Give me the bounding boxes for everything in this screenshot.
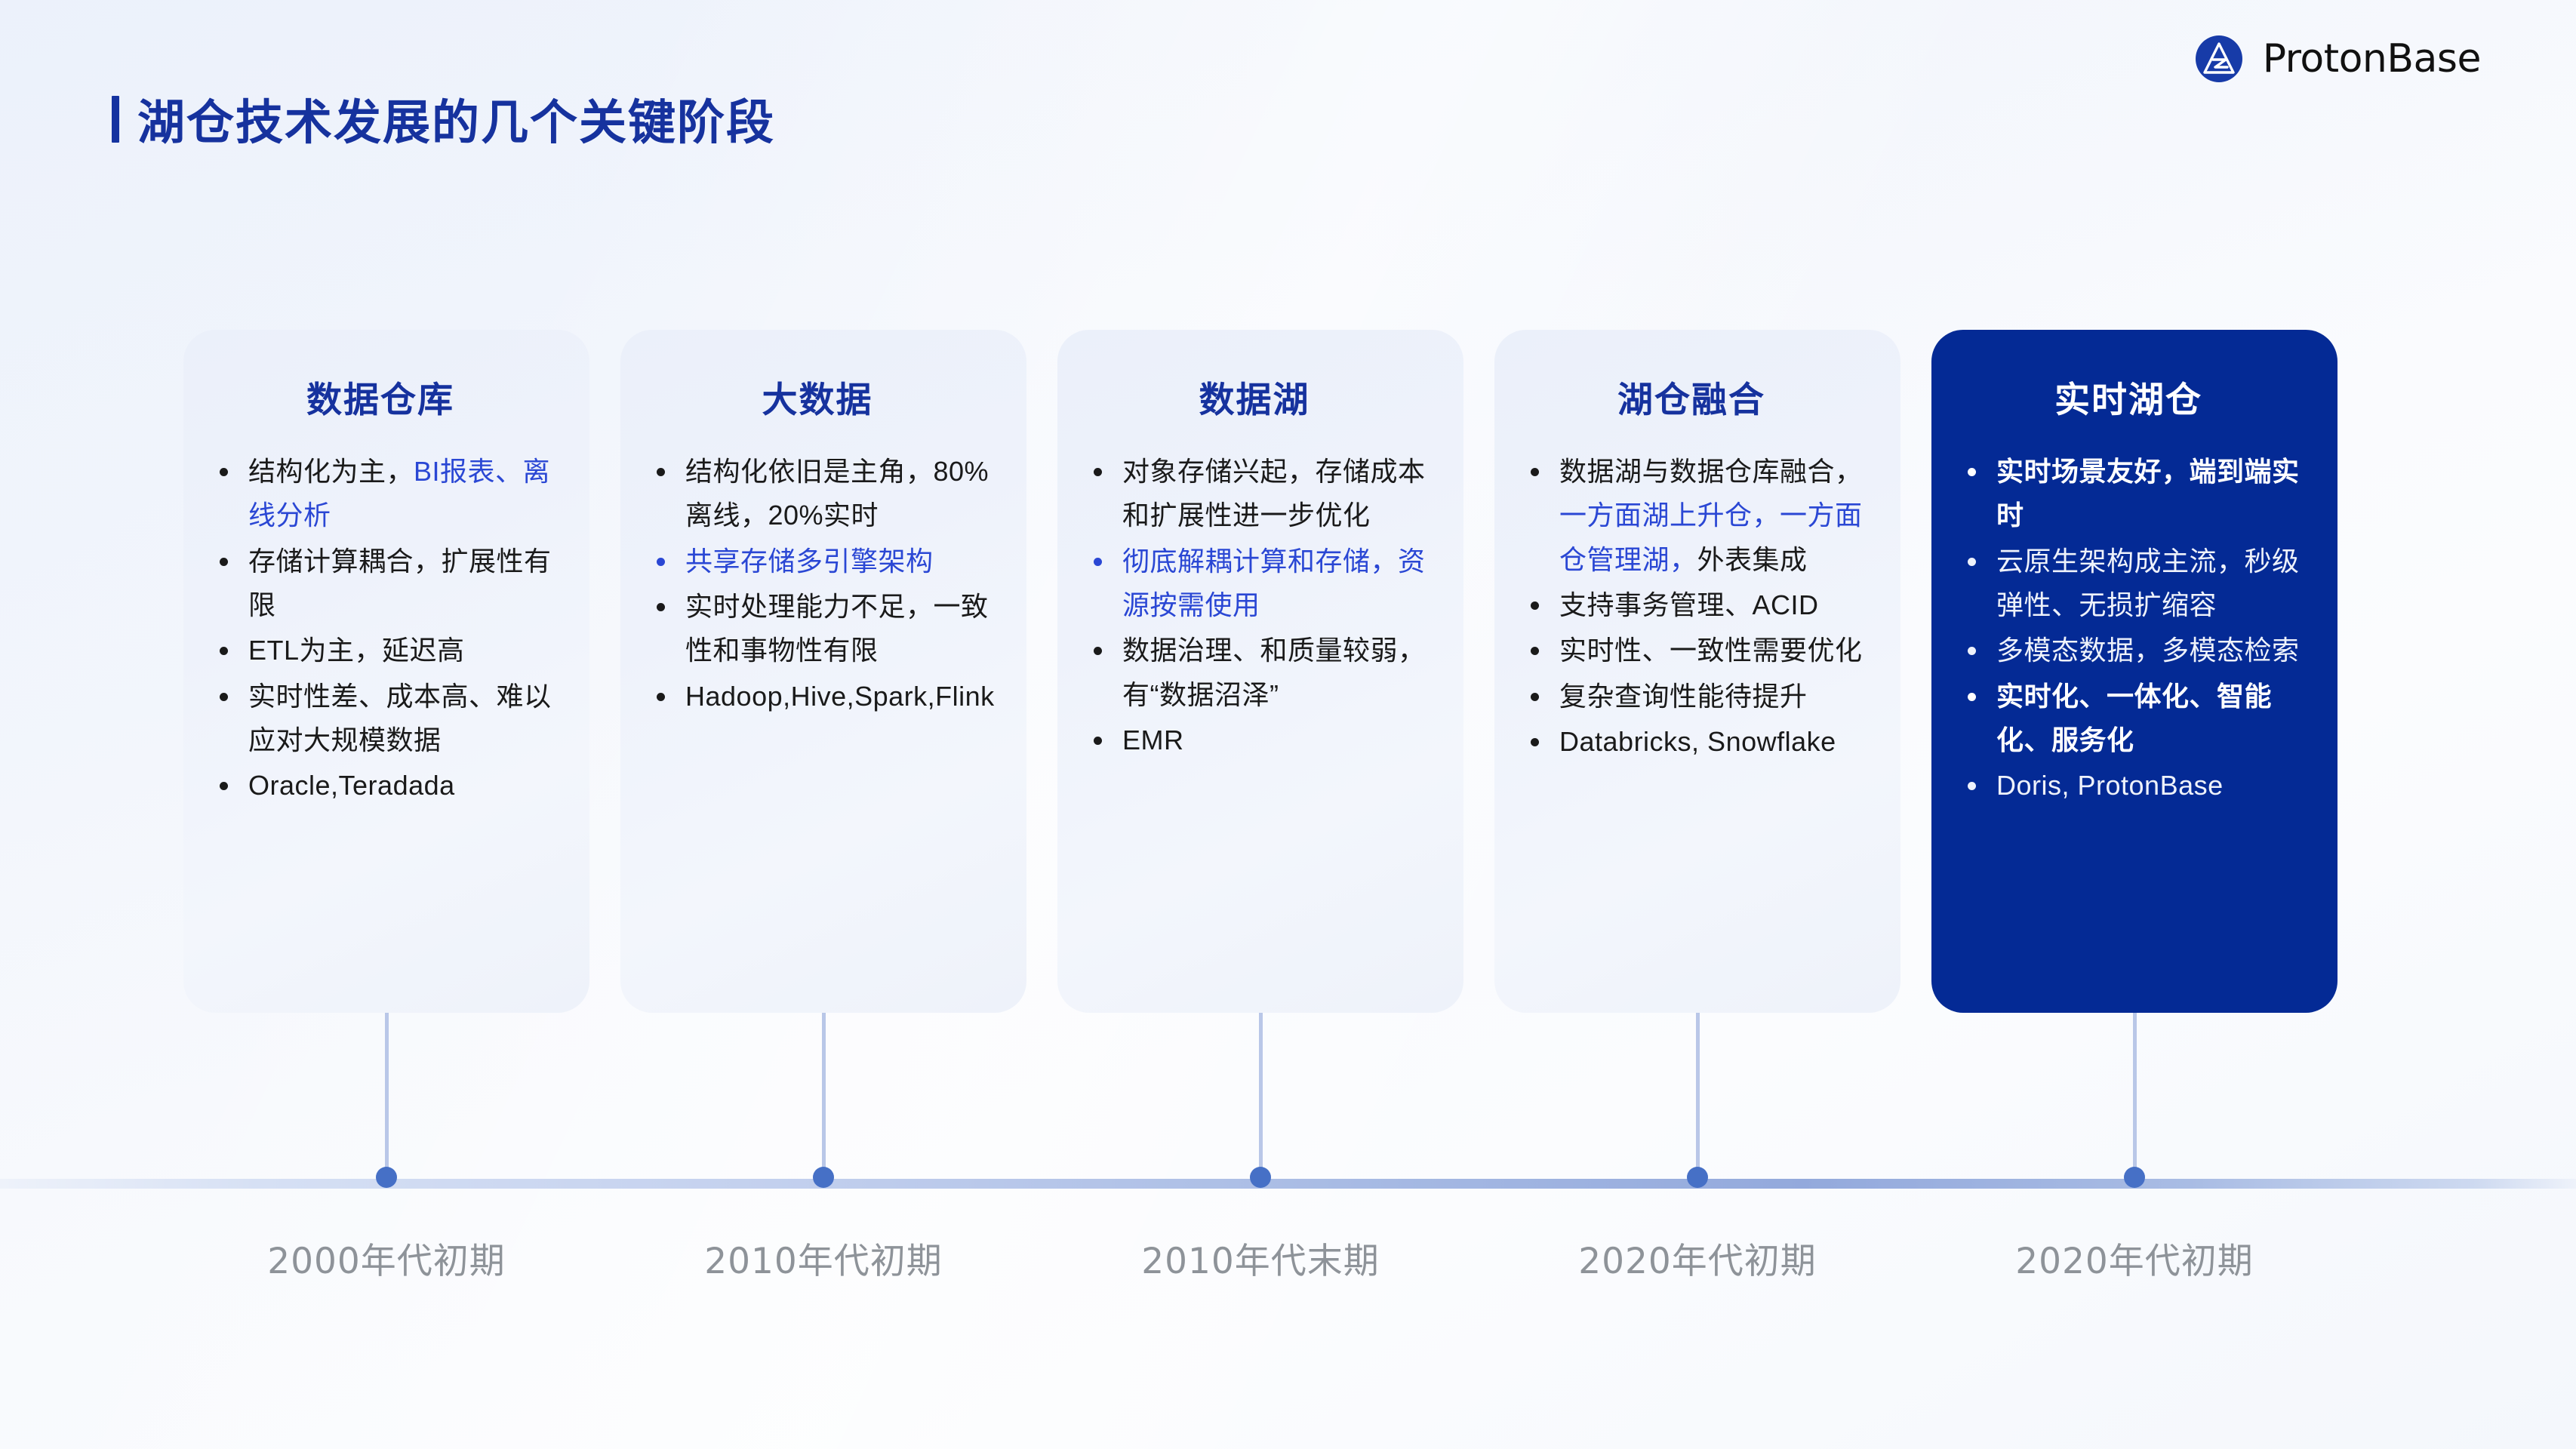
stage-bullet-item: 实时化、一体化、智能化、服务化 <box>1954 675 2312 763</box>
stage-bullet-item: ETL为主，延迟高 <box>206 629 564 672</box>
timeline-dot-5 <box>2124 1167 2145 1188</box>
stage-bullet-list: 数据湖与数据仓库融合，一方面湖上升仓，一方面仓管理湖，外表集成支持事务管理、AC… <box>1505 450 1878 765</box>
timeline-connector-5 <box>2133 1013 2137 1185</box>
stage-bullet-item: 数据治理、和质量较弱，有“数据沼泽” <box>1080 629 1438 717</box>
stage-card-5: 实时湖仓实时场景友好，端到端实时云原生架构成主流，秒级弹性、无损扩缩容多模态数据… <box>1931 330 2337 1013</box>
stage-bullet-item: Databricks, Snowflake <box>1517 720 1875 764</box>
brand-logo: ProtonBase <box>2195 35 2482 83</box>
timeline-dot-4 <box>1687 1167 1708 1188</box>
stage-bullet-list: 对象存储兴起，存储成本和扩展性进一步优化彻底解耦计算和存储，资源按需使用数据治理… <box>1068 450 1441 764</box>
timeline-date-3: 2010年代末期 <box>1141 1241 1380 1282</box>
stage-bullet-item: 支持事务管理、ACID <box>1517 583 1875 627</box>
stage-bullet-item: 云原生架构成主流，秒级弹性、无损扩缩容 <box>1954 540 2312 628</box>
timeline-date-labels: 2000年代初期 2010年代初期 2010年代末期 2020年代初期 2020年代初期 <box>183 1232 2430 1284</box>
stage-bullet-item: 实时处理能力不足，一致性和事物性有限 <box>643 585 1001 673</box>
timeline-connector-3 <box>1259 1013 1263 1185</box>
stage-bullet-item: 数据湖与数据仓库融合，一方面湖上升仓，一方面仓管理湖，外表集成 <box>1517 450 1875 582</box>
brand-name: ProtonBase <box>2262 36 2482 82</box>
stage-bullet-item: 彻底解耦计算和存储，资源按需使用 <box>1080 540 1438 628</box>
timeline-date-4: 2020年代初期 <box>1578 1241 1817 1282</box>
stage-bullet-list: 结构化依旧是主角，80%离线，20%实时共享存储多引擎架构实时处理能力不足，一致… <box>631 450 1004 720</box>
timeline-date-5: 2020年代初期 <box>2015 1241 2254 1282</box>
stage-bullet-item: 存储计算耦合，扩展性有限 <box>206 540 564 628</box>
page-title-text: 湖仓技术发展的几个关键阶段 <box>137 97 775 149</box>
timeline-connector-2 <box>822 1013 826 1185</box>
page-title: 湖仓技术发展的几个关键阶段 <box>112 85 775 153</box>
stage-bullet-item: 共享存储多引擎架构 <box>643 540 1001 583</box>
timeline-dot-3 <box>1250 1167 1271 1188</box>
protonbase-triangle-logo-icon <box>2195 35 2242 82</box>
stage-card-title: 数据仓库 <box>306 380 454 420</box>
timeline-connector-1 <box>385 1013 389 1185</box>
timeline-date-1: 2000年代初期 <box>267 1241 506 1282</box>
stage-bullet-item: Oracle,Teradada <box>206 764 564 808</box>
stage-bullet-item: 多模态数据，多模态检索 <box>1954 629 2312 672</box>
stage-bullet-item: 结构化依旧是主角，80%离线，20%实时 <box>643 450 1001 538</box>
stage-bullet-item: 实时性、一致性需要优化 <box>1517 629 1875 672</box>
stage-card-title: 数据湖 <box>1199 380 1310 420</box>
stage-card-3: 数据湖对象存储兴起，存储成本和扩展性进一步优化彻底解耦计算和存储，资源按需使用数… <box>1057 330 1463 1013</box>
title-accent-bar <box>112 95 119 143</box>
timeline-connector-4 <box>1696 1013 1700 1185</box>
stage-bullet-item: 结构化为主，BI报表、离线分析 <box>206 450 564 538</box>
timeline-date-2: 2010年代初期 <box>704 1241 943 1282</box>
stage-bullet-list: 实时场景友好，端到端实时云原生架构成主流，秒级弹性、无损扩缩容多模态数据，多模态… <box>1942 450 2315 810</box>
stage-bullet-item: Doris, ProtonBase <box>1954 764 2312 808</box>
stage-bullet-item: Hadoop,Hive,Spark,Flink <box>643 675 1001 718</box>
timeline-dot-2 <box>813 1167 834 1188</box>
stage-card-2: 大数据结构化依旧是主角，80%离线，20%实时共享存储多引擎架构实时处理能力不足… <box>620 330 1026 1013</box>
timeline-connectors <box>0 1013 2576 1194</box>
stage-bullet-item: 实时场景友好，端到端实时 <box>1954 450 2312 538</box>
timeline-axis <box>0 1179 2576 1189</box>
stage-bullet-item: 实时性差、成本高、难以应对大规模数据 <box>206 675 564 763</box>
stage-bullet-item: EMR <box>1080 718 1438 762</box>
stage-card-title: 大数据 <box>762 380 873 420</box>
stage-bullet-item: 复杂查询性能待提升 <box>1517 675 1875 718</box>
stage-card-title: 实时湖仓 <box>2054 380 2202 420</box>
stage-card-4: 湖仓融合数据湖与数据仓库融合，一方面湖上升仓，一方面仓管理湖，外表集成支持事务管… <box>1494 330 1900 1013</box>
stage-card-title: 湖仓融合 <box>1617 380 1765 420</box>
stage-bullet-item: 对象存储兴起，存储成本和扩展性进一步优化 <box>1080 450 1438 538</box>
timeline-dot-1 <box>376 1167 397 1188</box>
